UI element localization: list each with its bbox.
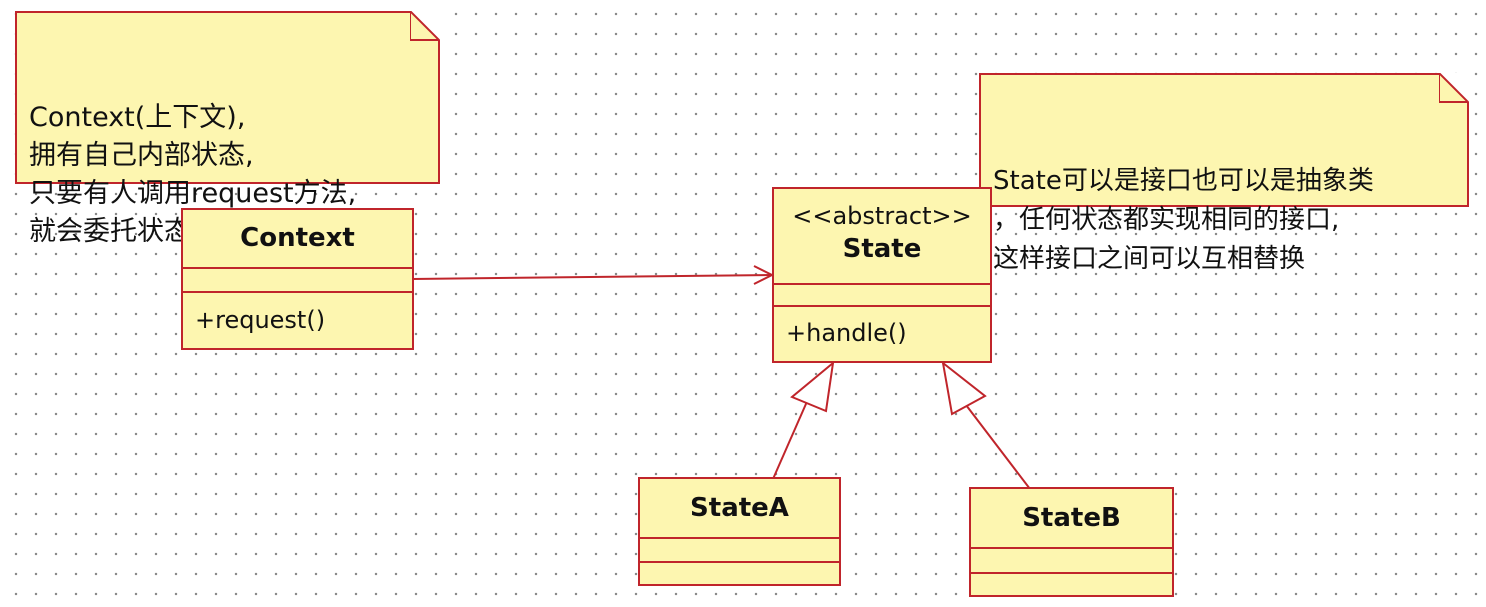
class-stateb[interactable]: StateB [969,487,1174,597]
state-note[interactable]: State可以是接口也可以是抽象类 ，任何状态都实现相同的接口, 这样接口之间可… [979,73,1469,274]
generalization-line-statea[interactable] [772,396,810,480]
class-context-attributes [183,267,412,291]
class-state[interactable]: <<abstract>> State +handle() [772,187,992,363]
class-state-header: <<abstract>> State [774,189,990,283]
class-statea[interactable]: StateA [638,477,841,586]
class-state-operations: +handle() [774,305,990,361]
association-line[interactable] [411,274,773,280]
class-stateb-name: StateB [1022,503,1121,533]
class-statea-operations [640,561,839,584]
class-stateb-attributes [971,547,1172,572]
association-arrowhead [753,265,775,285]
generalization-triangle-statea [790,360,835,413]
class-context-operations: +request() [183,291,412,348]
generalization-line-stateb[interactable] [965,404,1031,490]
class-state-stereotype: <<abstract>> [792,202,972,230]
note-fold-icon [1439,73,1469,103]
note-fold-icon [410,11,440,41]
class-context[interactable]: Context +request() [181,208,414,350]
context-note[interactable]: Context(上下文), 拥有自己内部状态, 只要有人调用request方法,… [15,11,440,247]
class-state-attributes [774,283,990,305]
class-state-name: State [842,234,922,264]
class-statea-attributes [640,537,839,561]
class-stateb-operations [971,572,1172,595]
generalization-triangle-stateb [941,360,987,416]
state-note-text: State可以是接口也可以是抽象类 ，任何状态都实现相同的接口, 这样接口之间可… [993,166,1374,274]
class-statea-name: StateA [690,493,789,523]
class-context-name: Context [240,223,355,253]
